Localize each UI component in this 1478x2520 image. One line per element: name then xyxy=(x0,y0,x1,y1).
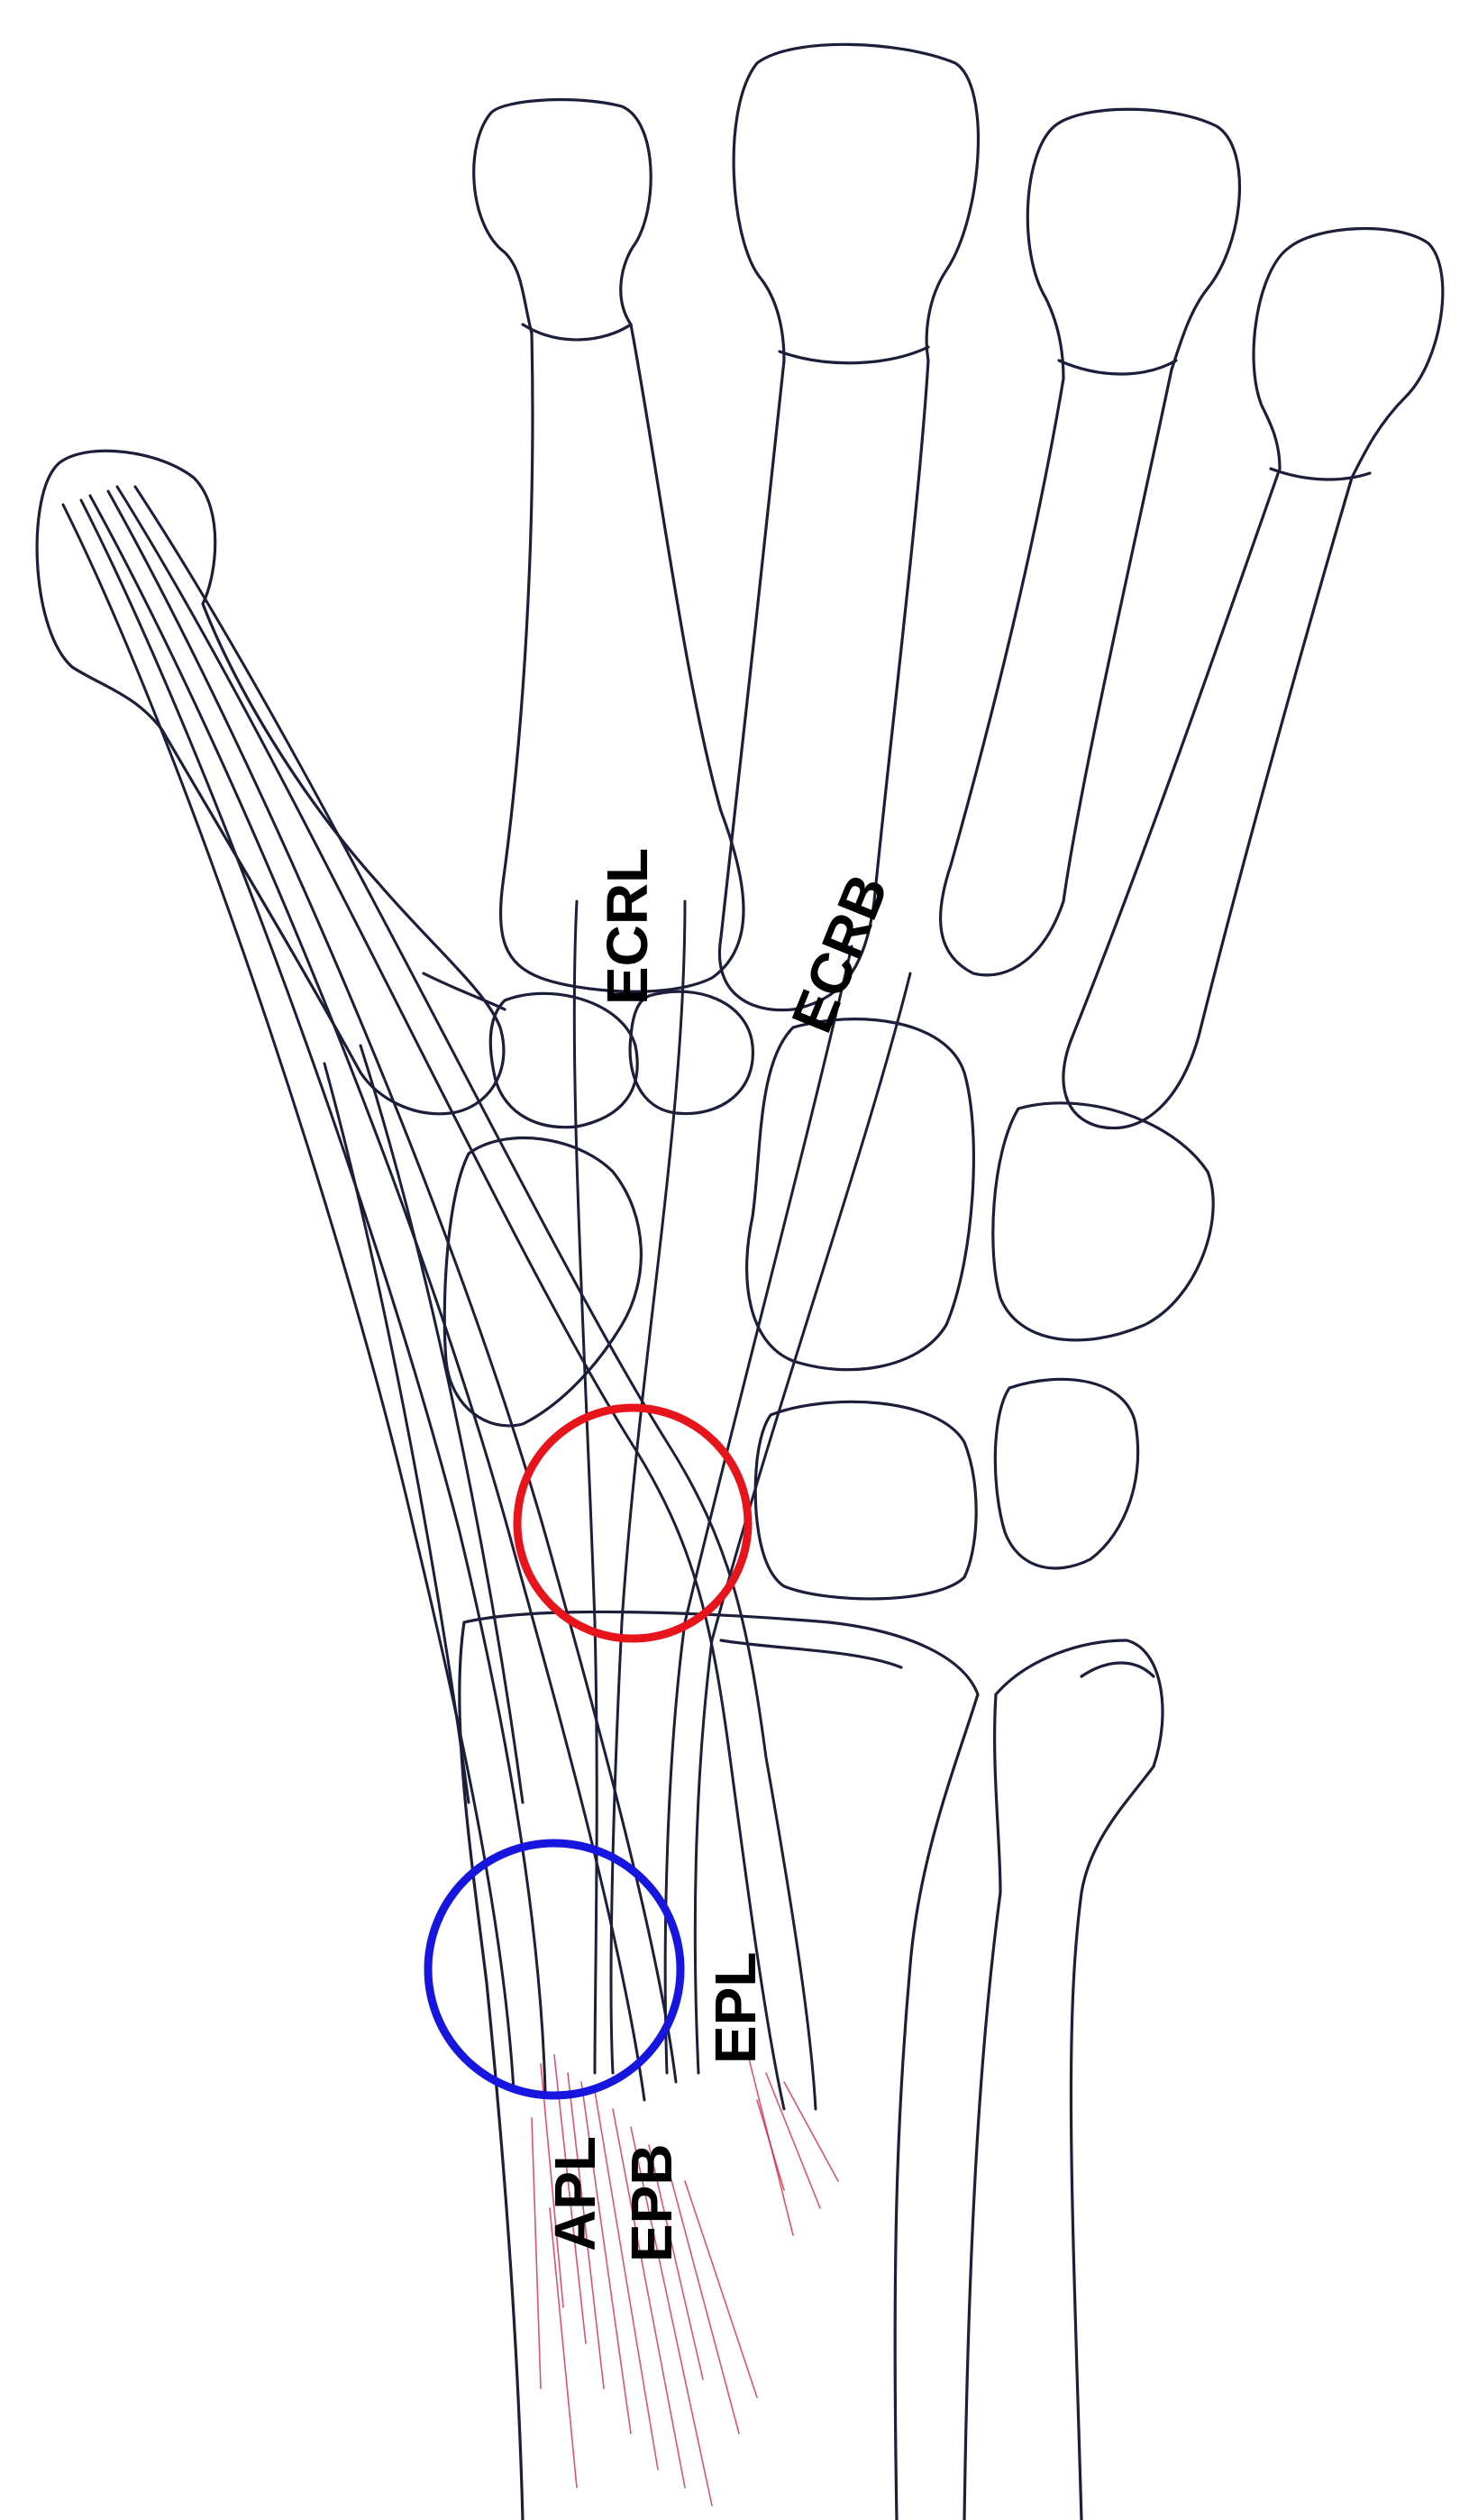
red-circle-intersection xyxy=(513,1403,753,1643)
thumb-joint-line xyxy=(422,972,506,1011)
tendon-strand-1 xyxy=(323,1062,470,1804)
carpal-hamate xyxy=(991,1101,1215,1342)
metacarpal-middle xyxy=(717,42,980,1012)
ecrl-tendon-right xyxy=(609,899,687,2075)
ulna-styloid-line xyxy=(1080,1661,1155,1678)
label-epl: EPL xyxy=(703,1952,768,2064)
carpal-trapezium xyxy=(488,991,639,1129)
carpal-capitate xyxy=(745,1018,975,1372)
index-head-line xyxy=(521,323,633,342)
label-ecrb: ECRB xyxy=(779,865,900,1041)
ecrl-tendon-left xyxy=(572,899,598,2075)
epb-tendon-inner xyxy=(106,489,678,2084)
epb-tendon-outer xyxy=(88,494,646,2102)
metacarpal-ring xyxy=(938,107,1241,977)
little-head-line xyxy=(1269,467,1372,481)
ecrb-tendon-right xyxy=(693,972,912,2075)
label-ecrl: ECRL xyxy=(595,848,660,1005)
apl-tendon-outer xyxy=(61,503,515,2093)
carpal-lunate xyxy=(753,1400,978,1601)
tendons xyxy=(61,485,912,2111)
metacarpal-index xyxy=(472,97,745,993)
label-epb: EPB xyxy=(619,2143,684,2262)
middle-head-line xyxy=(778,345,930,365)
carpal-triquetrum xyxy=(993,1377,1140,1570)
bones xyxy=(35,42,1445,2520)
tendon-strand-2 xyxy=(359,1044,525,1804)
blue-circle-first-compartment xyxy=(424,1839,685,2100)
muscle-fibers xyxy=(531,2054,839,2506)
epl-tendon-outer xyxy=(115,485,786,2111)
ulna xyxy=(963,1639,1164,2520)
radius xyxy=(458,1610,980,2520)
radius-distal-rim xyxy=(719,1639,903,1669)
ring-head-line xyxy=(1057,359,1178,376)
epl-tendon-inner xyxy=(133,485,817,2111)
ecrb-tendon-left xyxy=(663,945,853,2075)
carpal-scaphoid xyxy=(442,1137,643,1428)
apl-tendon-inner xyxy=(79,498,547,2093)
label-apl: APL xyxy=(543,2136,607,2251)
metacarpal-little xyxy=(1062,227,1445,1129)
carpal-trapezoid xyxy=(628,990,754,1116)
